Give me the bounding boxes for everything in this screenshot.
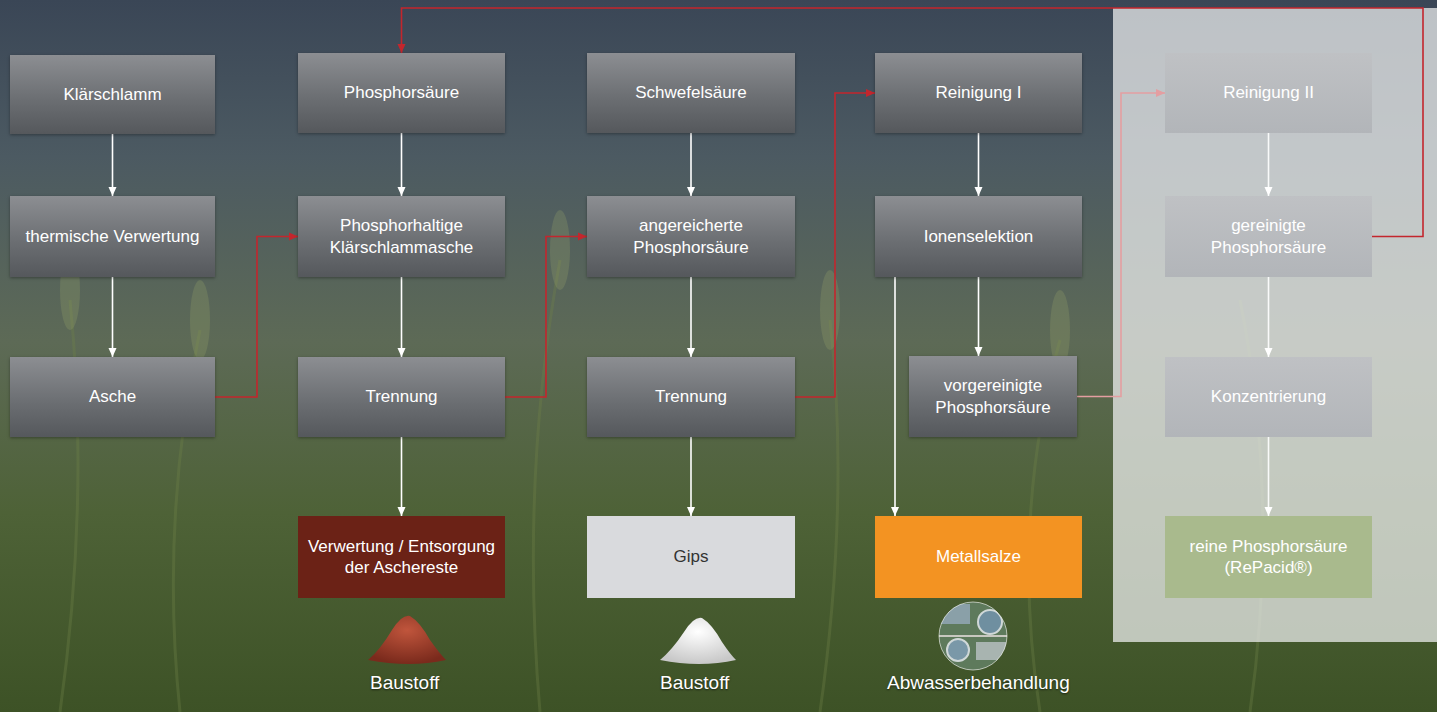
flow-arrow — [690, 133, 692, 196]
process-box: Trennung — [587, 357, 795, 437]
process-box: Trennung — [298, 357, 505, 437]
box-label: Asche — [89, 386, 136, 407]
process-box: Asche — [10, 357, 215, 437]
process-box: Klärschlamm — [10, 55, 215, 134]
box-label: Verwertung / Entsorgung der Aschereste — [306, 536, 497, 579]
box-label: Konzentrierung — [1211, 386, 1326, 407]
process-box: Ionenselektion — [875, 196, 1082, 277]
flow-arrow — [215, 237, 298, 398]
flow-arrow — [112, 277, 114, 357]
flow-arrow — [1077, 93, 1165, 397]
flow-arrow — [505, 237, 587, 398]
flow-arrow — [401, 133, 403, 196]
flow-arrow — [1268, 133, 1270, 196]
process-box: Verwertung / Entsorgung der Aschereste — [298, 516, 505, 598]
flow-arrow — [1268, 437, 1270, 516]
box-label: vorgereinigte Phosphorsäure — [917, 375, 1069, 418]
ash-pile-icon — [368, 616, 446, 664]
box-label: Phosphorsäure — [344, 82, 459, 103]
flow-arrow — [978, 277, 980, 356]
flow-arrow — [112, 134, 114, 196]
process-box: angereicherte Phosphorsäure — [587, 196, 795, 277]
box-label: gereinigte Phosphorsäure — [1173, 215, 1364, 258]
product-label: Baustoff — [370, 672, 439, 694]
flow-arrow — [894, 277, 896, 516]
process-box: thermische Verwertung — [10, 196, 215, 277]
box-label: angereicherte Phosphorsäure — [595, 215, 787, 258]
box-label: Metallsalze — [936, 546, 1021, 567]
flow-arrow — [1268, 277, 1270, 357]
box-label: reine Phosphorsäure (RePacid®) — [1173, 536, 1364, 579]
product-label: Baustoff — [660, 672, 729, 694]
process-box: reine Phosphorsäure (RePacid®) — [1165, 516, 1372, 598]
box-label: Phosphorhaltige Klärschlammasche — [306, 215, 497, 258]
box-label: thermische Verwertung — [26, 226, 200, 247]
flow-arrow — [690, 277, 692, 357]
box-label: Trennung — [365, 386, 437, 407]
box-label: Schwefelsäure — [635, 82, 747, 103]
box-label: Klärschlamm — [63, 84, 161, 105]
treatment-plant-icon — [936, 600, 1012, 674]
process-box: Phosphorhaltige Klärschlammasche — [298, 196, 505, 277]
process-box: gereinigte Phosphorsäure — [1165, 196, 1372, 277]
box-label: Reinigung II — [1223, 82, 1314, 103]
flow-arrow — [795, 93, 875, 397]
gypsum-pile-icon — [660, 618, 736, 664]
box-label: Trennung — [655, 386, 727, 407]
process-box: Phosphorsäure — [298, 53, 505, 133]
process-box: Gips — [587, 516, 795, 598]
flow-arrow — [690, 437, 692, 516]
process-box: vorgereinigte Phosphorsäure — [909, 356, 1077, 437]
process-box: Metallsalze — [875, 516, 1082, 598]
process-box: Reinigung II — [1165, 53, 1372, 133]
box-label: Gips — [674, 546, 709, 567]
box-label: Reinigung I — [935, 82, 1021, 103]
flow-arrow — [978, 133, 980, 196]
flow-arrow — [401, 437, 403, 516]
flow-arrow — [401, 277, 403, 357]
process-box: Schwefelsäure — [587, 53, 795, 133]
product-label: Abwasserbehandlung — [887, 672, 1070, 694]
box-label: Ionenselektion — [924, 226, 1034, 247]
process-box: Konzentrierung — [1165, 357, 1372, 437]
process-box: Reinigung I — [875, 53, 1082, 133]
